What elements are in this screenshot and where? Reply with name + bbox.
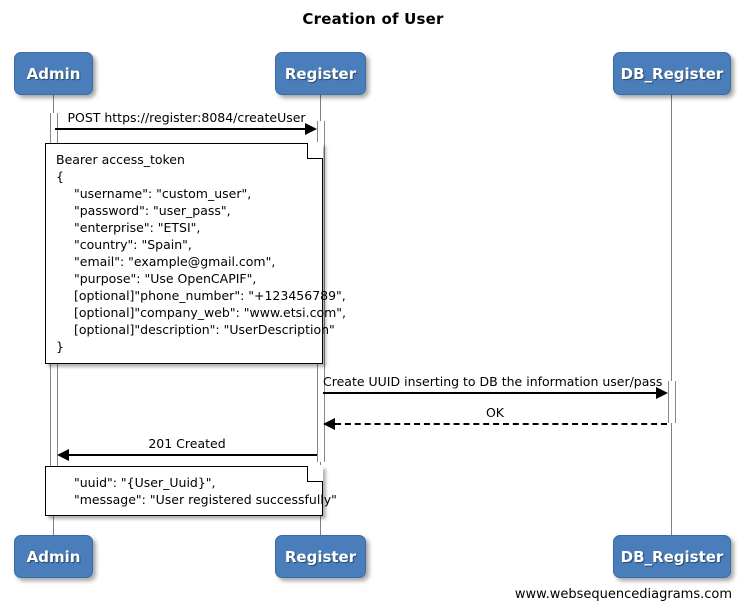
message-arrowhead-create-uuid xyxy=(656,387,668,399)
actor-register-top[interactable]: Register xyxy=(275,52,366,95)
note-line: [optional]"description": "UserDescriptio… xyxy=(74,322,335,337)
note-line: [optional]"company_web": "www.etsi.com", xyxy=(74,305,347,320)
note-line: "message": "User registered successfully… xyxy=(74,492,337,507)
note-fold-corner-icon xyxy=(307,142,323,159)
footer-credit: www.websequencediagrams.com xyxy=(514,587,732,602)
activation-bar-db-register xyxy=(668,381,676,423)
page-title: Creation of User xyxy=(302,10,444,28)
actor-db-register-bottom[interactable]: DB_Register xyxy=(613,535,731,578)
note-line: "country": "Spain", xyxy=(74,237,192,252)
actor-register-bottom-label: Register xyxy=(284,547,357,566)
actor-admin-top[interactable]: Admin xyxy=(14,52,93,95)
message-arrowhead-ok xyxy=(323,418,335,430)
note-line: "email": "example@gmail.com", xyxy=(74,254,276,269)
message-line-post-createuser xyxy=(55,128,309,130)
actor-db-register-top[interactable]: DB_Register xyxy=(613,52,731,95)
note-request-body: Bearer access_token { "username": "custo… xyxy=(45,142,347,364)
note-response-body: "uuid": "{User_Uuid}", "message": "User … xyxy=(45,465,337,516)
message-label-201-created: 201 Created xyxy=(148,436,226,451)
actor-register-bottom[interactable]: Register xyxy=(275,535,366,578)
note-fold-corner-icon xyxy=(307,465,323,482)
actor-admin-bottom[interactable]: Admin xyxy=(14,535,93,578)
note-line: "username": "custom_user", xyxy=(74,186,252,201)
lifeline-db-register xyxy=(671,95,672,536)
message-arrowhead-201-created xyxy=(57,449,69,461)
message-line-ok xyxy=(335,423,667,425)
actor-admin-top-label: Admin xyxy=(26,64,81,83)
note-line: [optional]"phone_number": "+123456789", xyxy=(74,288,346,303)
note-line: "uuid": "{User_Uuid}", xyxy=(74,475,216,490)
message-line-201-created xyxy=(69,454,317,456)
actor-db-register-bottom-label: DB_Register xyxy=(620,547,724,566)
message-line-create-uuid xyxy=(323,392,657,394)
actor-admin-bottom-label: Admin xyxy=(26,547,81,566)
message-arrowhead-post-createuser xyxy=(305,123,317,135)
message-label-create-uuid: Create UUID inserting to DB the informat… xyxy=(323,374,663,389)
note-line: Bearer access_token xyxy=(56,152,185,167)
actor-db-register-top-label: DB_Register xyxy=(620,64,724,83)
note-line: "enterprise": "ETSI", xyxy=(74,220,201,235)
message-label-ok: OK xyxy=(485,405,505,420)
note-line: "purpose": "Use OpenCAPIF", xyxy=(74,271,257,286)
message-label-post-createuser: POST https://register:8084/createUser xyxy=(67,110,306,125)
actor-register-top-label: Register xyxy=(284,64,357,83)
note-line: { xyxy=(56,169,64,184)
note-line: "password": "user_pass", xyxy=(74,203,231,218)
note-line: } xyxy=(56,339,64,354)
